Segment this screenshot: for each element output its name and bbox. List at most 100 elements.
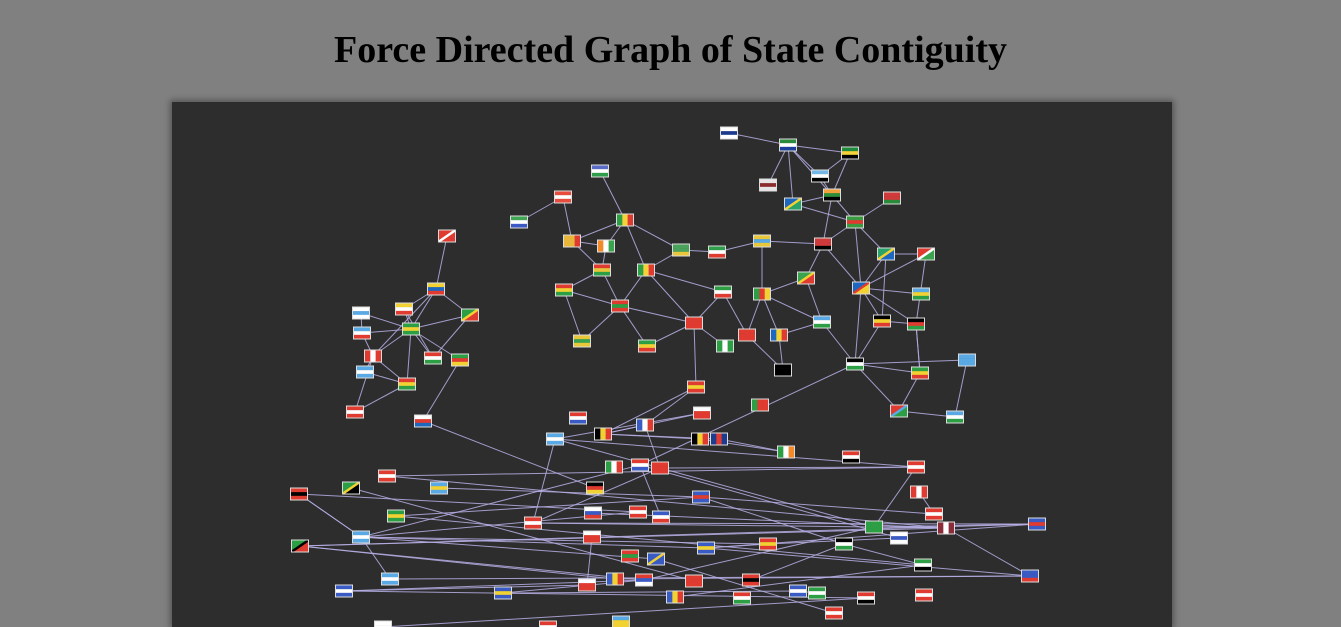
flag-node[interactable] [857,591,875,605]
flag-node[interactable] [378,469,396,483]
flag-node[interactable] [635,573,653,587]
flag-node[interactable] [651,461,669,475]
flag-node[interactable] [697,541,715,555]
flag-node[interactable] [759,178,777,192]
flag-node[interactable] [364,349,382,363]
flag-node[interactable] [693,406,711,420]
flag-node[interactable] [937,521,955,535]
flag-node[interactable] [710,432,728,446]
flag-node[interactable] [958,353,976,367]
flag-node[interactable] [912,287,930,301]
flag-node[interactable] [583,530,601,544]
flag-node[interactable] [666,590,684,604]
flag-node[interactable] [605,460,623,474]
flag-node[interactable] [873,314,891,328]
flag-node[interactable] [692,490,710,504]
flag-node[interactable] [606,572,624,586]
flag-node[interactable] [910,485,928,499]
flag-node[interactable] [742,573,760,587]
flag-node[interactable] [687,380,705,394]
flag-node[interactable] [835,537,853,551]
flag-node[interactable] [720,126,738,140]
flag-node[interactable] [685,316,703,330]
flag-node[interactable] [539,620,557,627]
flag-node[interactable] [915,588,933,602]
flag-node[interactable] [569,411,587,425]
flag-node[interactable] [708,245,726,259]
flag-node[interactable] [852,281,870,295]
flag-node[interactable] [907,317,925,331]
flag-node[interactable] [1021,569,1039,583]
flag-node[interactable] [789,584,807,598]
flag-node[interactable] [387,509,405,523]
flag-node[interactable] [751,398,769,412]
graph-canvas[interactable] [172,102,1172,627]
flag-node[interactable] [808,586,826,600]
flag-node[interactable] [563,234,581,248]
flag-node[interactable] [685,574,703,588]
flag-node[interactable] [733,591,751,605]
flag-node[interactable] [825,606,843,620]
flag-node[interactable] [716,339,734,353]
flag-node[interactable] [611,299,629,313]
flag-node[interactable] [907,460,925,474]
flag-node[interactable] [342,481,360,495]
flag-node[interactable] [779,138,797,152]
flag-node[interactable] [546,432,564,446]
flag-node[interactable] [811,169,829,183]
flag-node[interactable] [573,334,591,348]
flag-node[interactable] [753,287,771,301]
flag-node[interactable] [597,239,615,253]
flag-node[interactable] [352,530,370,544]
flag-node[interactable] [638,339,656,353]
flag-node[interactable] [381,572,399,586]
flag-node[interactable] [290,487,308,501]
flag-node[interactable] [584,506,602,520]
flag-node[interactable] [914,558,932,572]
flag-node[interactable] [335,584,353,598]
flag-node[interactable] [672,243,690,257]
flag-node[interactable] [438,229,456,243]
flag-node[interactable] [554,190,572,204]
flag-node[interactable] [524,516,542,530]
flag-node[interactable] [594,427,612,441]
flag-node[interactable] [759,537,777,551]
flag-node[interactable] [883,191,901,205]
flag-node[interactable] [578,578,596,592]
flag-node[interactable] [738,328,756,342]
flag-node[interactable] [510,215,528,229]
flag-node[interactable] [424,351,442,365]
flag-node[interactable] [374,620,392,627]
flag-node[interactable] [346,405,364,419]
flag-node[interactable] [427,282,445,296]
flag-node[interactable] [814,237,832,251]
flag-node[interactable] [770,328,788,342]
flag-node[interactable] [877,247,895,261]
flag-node[interactable] [621,549,639,563]
flag-node[interactable] [842,450,860,464]
flag-node[interactable] [1028,517,1046,531]
flag-node[interactable] [430,481,448,495]
flag-node[interactable] [494,586,512,600]
flag-node[interactable] [612,615,630,627]
flag-node[interactable] [616,213,634,227]
flag-node[interactable] [637,263,655,277]
flag-node[interactable] [797,271,815,285]
force-graph[interactable] [172,102,1172,627]
flag-node[interactable] [636,418,654,432]
flag-node[interactable] [946,410,964,424]
flag-node[interactable] [395,302,413,316]
flag-node[interactable] [586,481,604,495]
flag-node[interactable] [291,539,309,553]
flag-node[interactable] [414,414,432,428]
flag-node[interactable] [865,520,883,534]
flag-node[interactable] [753,234,771,248]
flag-node[interactable] [356,365,374,379]
flag-node[interactable] [593,263,611,277]
flag-node[interactable] [774,363,792,377]
flag-node[interactable] [591,164,609,178]
flag-node[interactable] [451,353,469,367]
flag-node[interactable] [691,432,709,446]
flag-node[interactable] [353,326,371,340]
flag-node[interactable] [629,505,647,519]
